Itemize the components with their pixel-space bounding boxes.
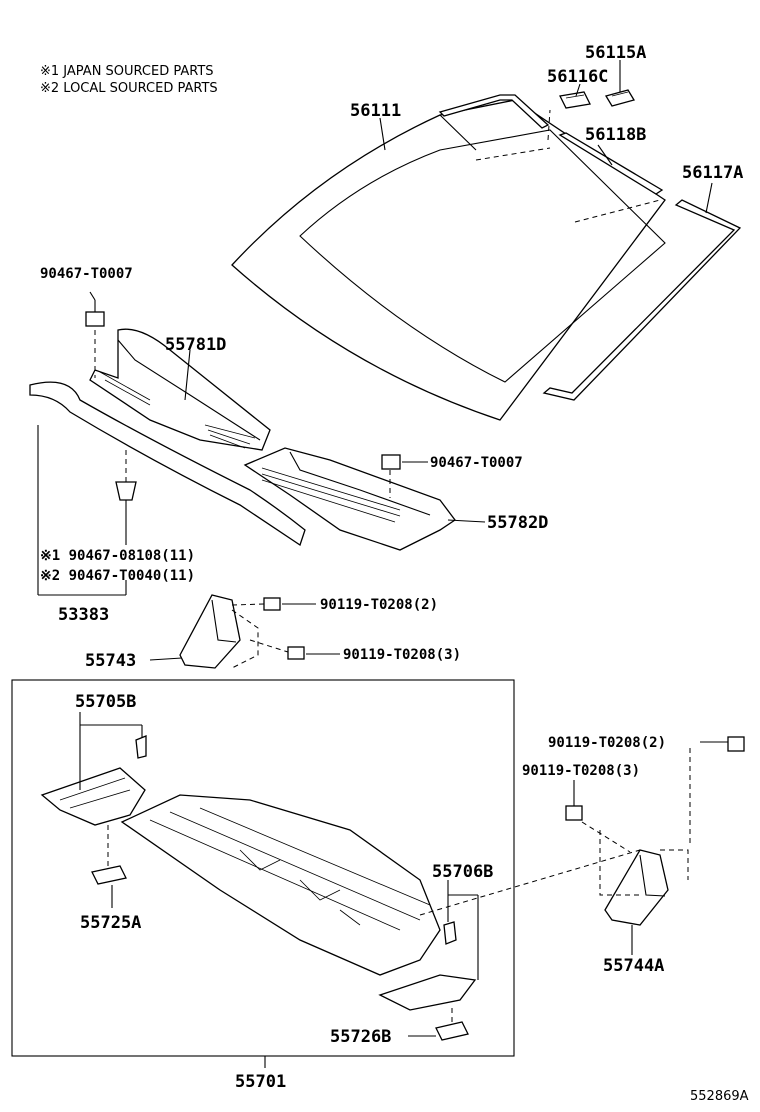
bolt-90119-d [565,780,631,853]
label-55706b: 55706B [432,862,493,882]
clip-90467-b [381,454,428,498]
label-55705b: 55705B [75,692,136,712]
assembly-box-55701 [11,679,515,1057]
bolt-90119-a [231,597,316,611]
bracket-55743 [179,594,259,669]
label-55781d: 55781D [165,335,226,355]
bolt-90119-b [249,639,340,660]
note-japan-sourced: ※1 JAPAN SOURCED PARTS [40,64,214,79]
label-90467-t0040: ※2 90467-T0040(11) [40,568,195,584]
panel-55705b [40,735,147,826]
label-56118b: 56118B [585,125,646,145]
label-53383: 53383 [58,605,109,625]
label-55744a: 55744A [603,956,664,976]
label-90467-t0007-b: 90467-T0007 [430,455,523,471]
pad-55725a [91,865,127,885]
label-56111: 56111 [350,101,401,121]
label-90119-t0208-2a: 90119-T0208(2) [320,597,438,613]
bolt-90119-c [689,736,745,845]
label-90467-t0007-a: 90467-T0007 [40,266,133,282]
label-55701: 55701 [235,1072,286,1092]
molding-side [542,199,742,401]
molding-top [438,94,550,129]
note-local-sourced: ※2 LOCAL SOURCED PARTS [40,81,218,96]
bracket-55706b [378,974,477,1011]
clip-90467-a [85,300,105,378]
clip-90467-c [115,450,137,545]
pad-55726b [435,1021,469,1041]
cowl-top-panel [120,794,441,976]
windshield-glass [231,99,666,421]
label-55782d: 55782D [487,513,548,533]
label-55725a: 55725A [80,913,141,933]
clip-55706b [443,921,457,945]
label-90119-t0208-3a: 90119-T0208(3) [343,647,461,663]
bracket-55744a [599,830,689,926]
diagram-reference: 552869A [690,1089,749,1104]
label-90467-08108: ※1 90467-08108(11) [40,548,195,564]
cowl-louver-right [243,447,456,551]
cowl-louver-left [89,328,271,451]
label-56117a: 56117A [682,163,743,183]
label-90119-t0208-3b: 90119-T0208(3) [522,763,640,779]
label-55726b: 55726B [330,1027,391,1047]
clip-56116c [559,91,591,109]
hood-seal [29,381,306,547]
clip-56115a [605,89,635,107]
label-56115a: 56115A [585,43,646,63]
label-55743: 55743 [85,651,136,671]
label-90119-t0208-2b: 90119-T0208(2) [548,735,666,751]
label-56116c: 56116C [547,67,608,87]
